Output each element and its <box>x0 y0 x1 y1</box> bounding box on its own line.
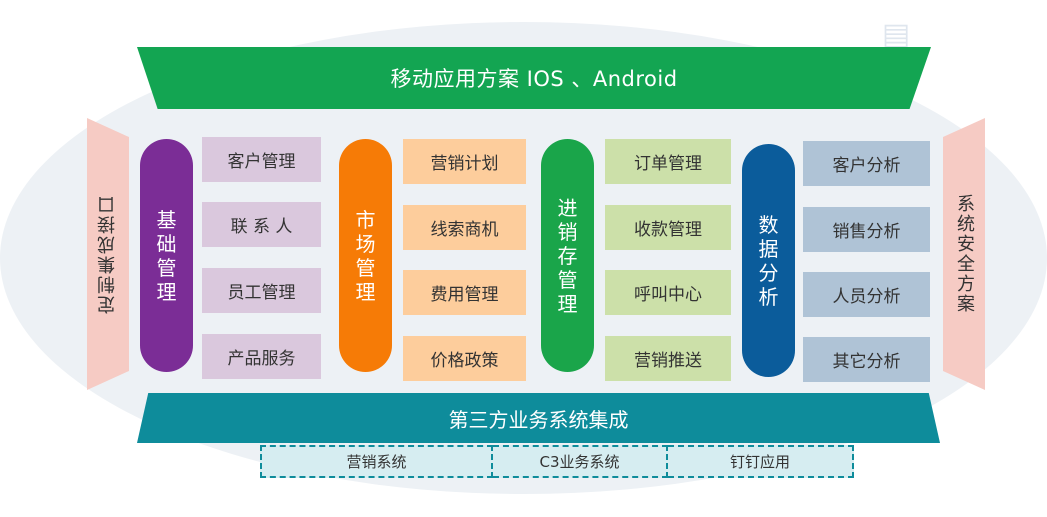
right-side-label: 系统安全方案 <box>954 194 975 314</box>
module-cell[interactable]: 营销计划 <box>403 139 526 184</box>
bottom-banner: 第三方业务系统集成 <box>137 393 940 443</box>
module-cell[interactable]: 呼叫中心 <box>605 270 731 315</box>
module-cell[interactable]: 产品服务 <box>202 334 321 379</box>
module-cell[interactable]: 员工管理 <box>202 268 321 313</box>
third-party-system[interactable]: 钉钉应用 <box>668 445 854 478</box>
module-cell[interactable]: 费用管理 <box>403 270 526 315</box>
module-cell[interactable]: 客户管理 <box>202 137 321 182</box>
group-title-label: 进销存管理 <box>557 195 578 316</box>
group-title-analysis: 数据分析 <box>742 144 795 377</box>
group-title-inventory: 进销存管理 <box>541 139 594 372</box>
group-title-label: 基础管理 <box>156 207 177 304</box>
top-banner: 移动应用方案 IOS 、Android <box>137 47 931 109</box>
module-cell[interactable]: 人员分析 <box>803 272 930 317</box>
module-cell[interactable]: 线索商机 <box>403 205 526 250</box>
module-cell[interactable]: 其它分析 <box>803 337 930 382</box>
module-cell[interactable]: 联 系 人 <box>202 202 321 247</box>
module-cell[interactable]: 订单管理 <box>605 139 731 184</box>
top-banner-label: 移动应用方案 IOS 、Android <box>390 67 678 91</box>
module-cell[interactable]: 客户分析 <box>803 141 930 186</box>
group-title-market: 市场管理 <box>339 139 392 372</box>
group-title-basic: 基础管理 <box>140 139 193 372</box>
module-cell[interactable]: 销售分析 <box>803 207 930 252</box>
third-party-system[interactable]: 营销系统 <box>260 445 493 478</box>
group-title-label: 市场管理 <box>355 207 376 304</box>
bottom-banner-label: 第三方业务系统集成 <box>448 407 629 432</box>
third-party-system[interactable]: C3业务系统 <box>493 445 668 478</box>
module-cell[interactable]: 营销推送 <box>605 336 731 381</box>
document-icon: ▤ <box>881 17 911 52</box>
module-cell[interactable]: 收款管理 <box>605 205 731 250</box>
group-title-label: 数据分析 <box>758 212 779 309</box>
left-side-label: 定制集成接口 <box>97 194 118 314</box>
left-side-panel: 定制集成接口 <box>87 118 129 390</box>
right-side-panel: 系统安全方案 <box>943 118 985 390</box>
module-cell[interactable]: 价格政策 <box>403 336 526 381</box>
